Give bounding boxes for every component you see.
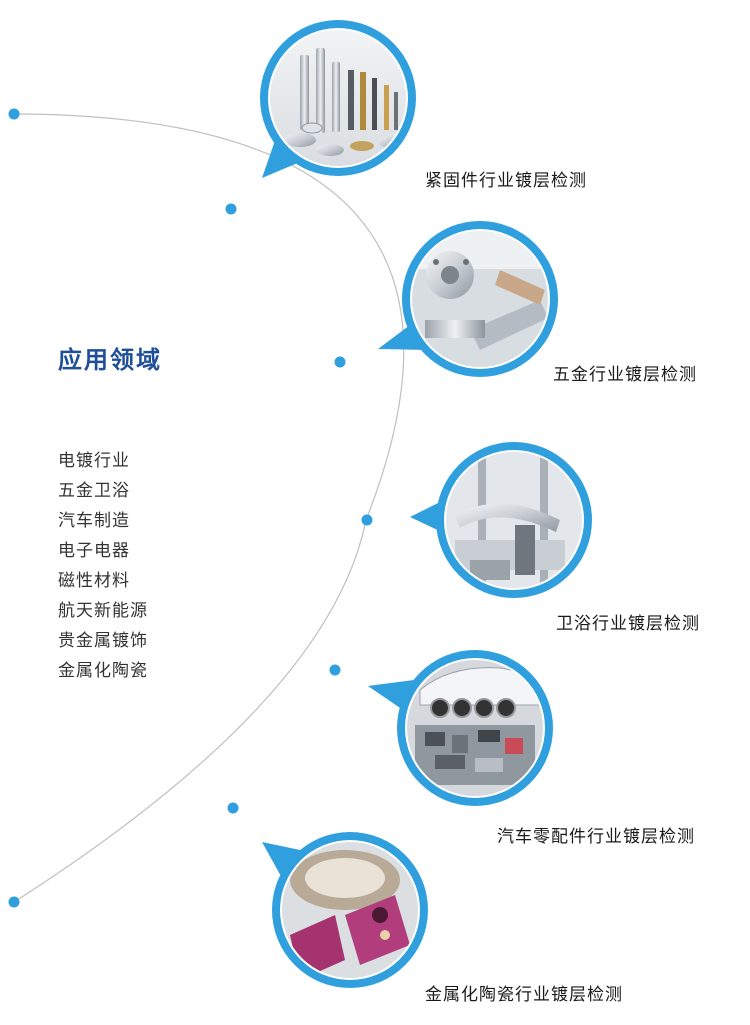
list-item: 金属化陶瓷 [58,661,148,681]
caption-ceramics: 金属化陶瓷行业镀层检测 [425,985,623,1005]
timeline-dot [334,356,346,368]
list-item: 磁性材料 [58,571,130,591]
list-item: 电镀行业 [58,451,130,471]
page-title: 应用领域 [58,346,162,374]
caption-fasteners: 紧固件行业镀层检测 [425,171,587,191]
list-item: 航天新能源 [58,601,148,621]
list-item: 汽车制造 [58,511,130,531]
speech-pointer [262,132,300,178]
speech-pointer [262,842,300,878]
timeline-dot [361,514,373,526]
timeline-dot [227,802,239,814]
application-bubble-hardware [378,221,558,377]
application-bubble-auto-parts [368,650,553,806]
category-list: 电镀行业 五金卫浴 汽车制造 电子电器 磁性材料 航天新能源 贵金属镀饰 金属化… [58,446,148,686]
fasteners-photo [270,30,406,166]
timeline-dot [8,896,20,908]
caption-sanitary: 卫浴行业镀层检测 [556,614,700,634]
timeline-dot [225,203,237,215]
list-item: 电子电器 [58,541,130,561]
auto-parts-photo [407,660,543,796]
application-bubble-fasteners [260,20,416,178]
sanitary-ware-photo [446,452,582,588]
timeline-dot [8,108,20,120]
metallized-ceramics-photo [282,842,418,978]
list-item: 五金卫浴 [58,481,130,501]
timeline-dot [329,664,341,676]
timeline-arc [13,113,405,903]
application-bubble-ceramics [262,832,428,988]
application-bubble-sanitary [410,442,592,598]
caption-auto-parts: 汽车零配件行业镀层检测 [497,827,695,847]
list-item: 贵金属镀饰 [58,631,148,651]
caption-hardware: 五金行业镀层检测 [553,365,697,385]
